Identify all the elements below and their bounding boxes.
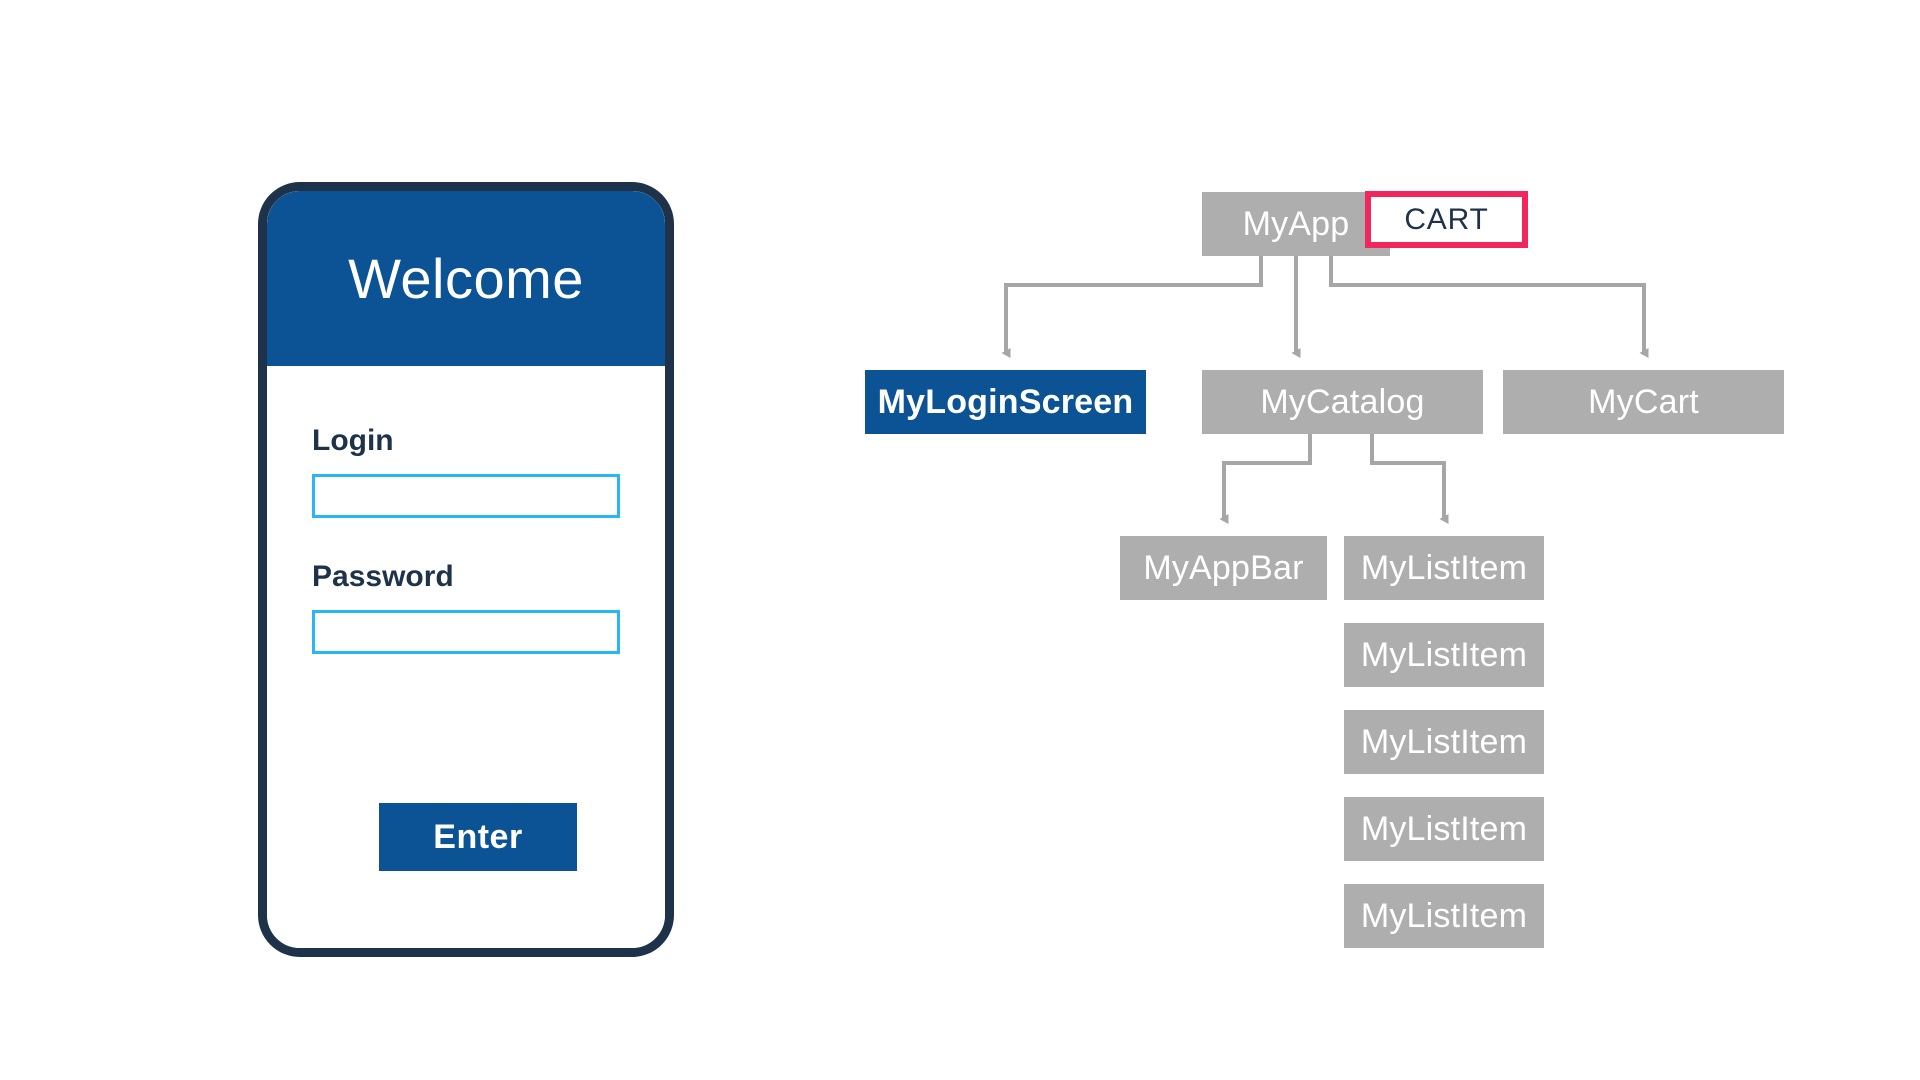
tree-node-mylistitem[interactable]: MyListItem	[1344, 536, 1544, 600]
widget-tree-diagram: MyApp CART MyLoginScreen MyCatalog MyCar…	[820, 150, 1880, 980]
tree-node-mylistitem[interactable]: MyListItem	[1344, 623, 1544, 687]
tree-node-mylistitem[interactable]: MyListItem	[1344, 710, 1544, 774]
login-field-group: Login	[312, 426, 620, 518]
phone-screen: Welcome Login Password Enter	[267, 191, 665, 948]
connector-mycatalog-to-myappbar	[1219, 434, 1312, 524]
tree-node-myloginscreen[interactable]: MyLoginScreen	[865, 370, 1146, 434]
tree-node-mylistitem[interactable]: MyListItem	[1344, 797, 1544, 861]
password-field-group: Password	[312, 562, 620, 654]
phone-app-bar: Welcome	[267, 191, 665, 366]
login-input[interactable]	[312, 474, 620, 518]
phone-mockup: Welcome Login Password Enter	[258, 182, 674, 957]
password-input[interactable]	[312, 610, 620, 654]
tree-node-mycatalog[interactable]: MyCatalog	[1202, 370, 1483, 434]
password-label: Password	[312, 560, 454, 593]
connector-myapp-to-myloginscreen	[1001, 256, 1263, 358]
tree-node-myapp[interactable]: MyApp	[1202, 192, 1390, 256]
tree-node-mylistitem[interactable]: MyListItem	[1344, 884, 1544, 948]
connector-myapp-to-mycart	[1329, 256, 1649, 358]
enter-button[interactable]: Enter	[379, 803, 577, 871]
login-form: Login Password Enter	[267, 366, 665, 948]
connector-mycatalog-to-mylistitem	[1370, 434, 1449, 524]
login-label: Login	[312, 424, 394, 457]
cart-annotation-box[interactable]: CART	[1365, 191, 1528, 248]
welcome-title: Welcome	[348, 246, 584, 310]
tree-node-mycart[interactable]: MyCart	[1503, 370, 1784, 434]
tree-node-myappbar[interactable]: MyAppBar	[1120, 536, 1327, 600]
